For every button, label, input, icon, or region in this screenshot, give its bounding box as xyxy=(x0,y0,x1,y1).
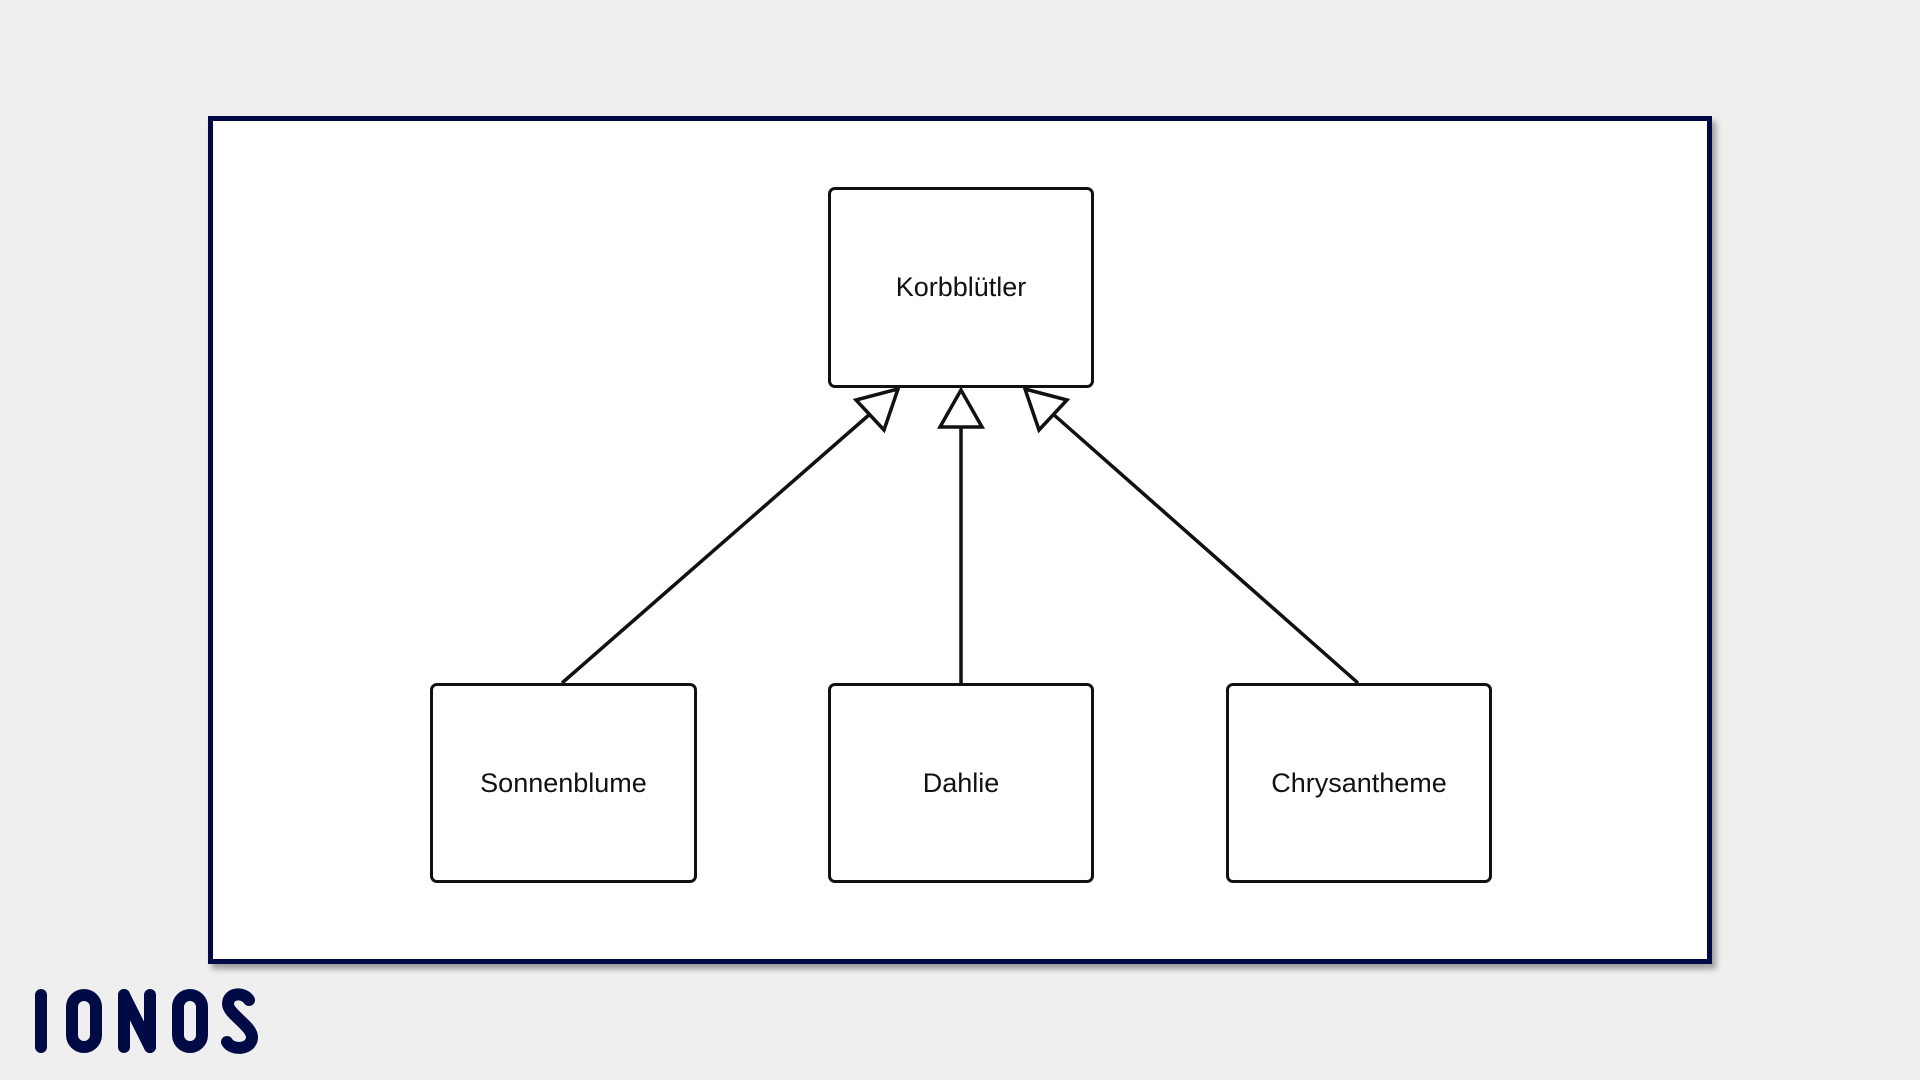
class-label: Chrysantheme xyxy=(1271,767,1447,798)
class-box-sonnenblume[interactable]: Sonnenblume xyxy=(430,683,697,883)
ionos-logo xyxy=(35,988,258,1054)
generalization-arrow-icon xyxy=(936,386,986,429)
generalization-arrow-icon xyxy=(1022,386,1071,434)
edge-chrysantheme-to-korbbluetler xyxy=(1051,412,1360,685)
class-box-dahlie[interactable]: Dahlie xyxy=(828,683,1094,883)
class-box-chrysantheme[interactable]: Chrysantheme xyxy=(1226,683,1492,883)
class-box-korbbluetler[interactable]: Korbblütler xyxy=(828,187,1094,388)
generalization-arrow-icon xyxy=(852,386,901,434)
edge-sonnenblume-to-korbbluetler xyxy=(560,412,872,685)
class-label: Dahlie xyxy=(922,767,1000,798)
class-label: Korbblütler xyxy=(895,272,1027,302)
class-label: Sonnenblume xyxy=(480,767,647,798)
